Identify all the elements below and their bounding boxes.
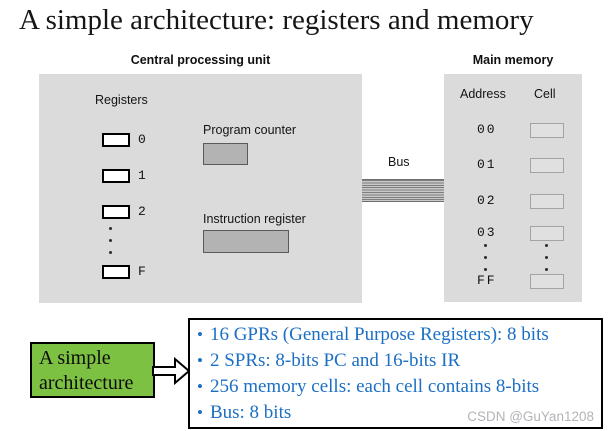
register-row: 0 — [102, 132, 146, 147]
spec-bullet-item: • 256 memory cells: each cell contains 8… — [197, 374, 601, 400]
bus-label: Bus — [388, 155, 410, 169]
block-arrow-right-icon — [152, 356, 191, 386]
memory-address: 03 — [477, 225, 497, 240]
memory-cell-box — [530, 123, 564, 138]
memory-section-label: Main memory — [472, 53, 554, 67]
memory-box: Address Cell 00 01 02 03 FF — [444, 74, 582, 302]
register-number: 2 — [138, 204, 146, 219]
spec-text: Bus: 8 bits — [209, 402, 292, 423]
bullet-icon: • — [197, 403, 203, 422]
registers-label: Registers — [95, 93, 148, 107]
memory-address: 01 — [477, 157, 497, 172]
memory-cell-box — [530, 158, 564, 173]
register-row: 1 — [102, 168, 146, 183]
address-header: Address — [460, 87, 506, 101]
program-counter-label: Program counter — [203, 123, 297, 137]
spec-text: 2 SPRs: 8-bits PC and 16-bits IR — [209, 350, 461, 371]
callout-line2: architecture — [39, 372, 134, 394]
memory-row: 00 — [444, 122, 582, 138]
memory-row: 02 — [444, 193, 582, 209]
register-row: 2 — [102, 204, 146, 219]
memory-row: 01 — [444, 157, 582, 173]
callout-line1: A simple — [39, 347, 111, 369]
register-number: 1 — [138, 168, 146, 183]
program-counter-box — [203, 143, 248, 165]
memory-address: 00 — [477, 122, 497, 137]
register-box — [102, 132, 130, 147]
vertical-ellipsis — [484, 244, 487, 271]
memory-address: FF — [477, 273, 497, 288]
watermark: CSDN @GuYan1208 — [467, 409, 594, 424]
register-box — [102, 264, 130, 279]
spec-bullet-item: • 16 GPRs (General Purpose Registers): 8… — [197, 322, 601, 348]
memory-row: 03 — [444, 225, 582, 241]
bullet-icon: • — [197, 377, 203, 396]
cpu-section-label: Central processing unit — [130, 53, 271, 67]
callout-green-box: A simple architecture — [30, 342, 155, 398]
register-number: 0 — [138, 132, 146, 147]
spec-bullet-item: • 2 SPRs: 8-bits PC and 16-bits IR — [197, 348, 601, 374]
page-title: A simple architecture: registers and mem… — [19, 4, 534, 36]
instruction-register-box — [203, 230, 289, 253]
spec-text: 16 GPRs (General Purpose Registers): 8 b… — [209, 324, 549, 345]
memory-row: FF — [444, 273, 582, 289]
register-box — [102, 204, 130, 219]
memory-cell-box — [530, 226, 564, 241]
memory-address: 02 — [477, 193, 497, 208]
bullet-icon: • — [197, 325, 203, 344]
cell-header: Cell — [534, 87, 556, 101]
spec-bullet-item: • Bus: 8 bits — [197, 400, 601, 426]
register-number: F — [138, 264, 146, 279]
vertical-ellipsis — [109, 227, 112, 254]
bullet-icon: • — [197, 351, 203, 370]
spec-box: • 16 GPRs (General Purpose Registers): 8… — [188, 318, 603, 429]
memory-cell-box — [530, 194, 564, 209]
bus-wires-icon — [362, 179, 445, 202]
vertical-ellipsis — [545, 244, 548, 271]
memory-cell-box — [530, 274, 564, 289]
cpu-box: Registers 0 1 2 F Program counter Instru… — [39, 74, 362, 303]
spec-text: 256 memory cells: each cell contains 8-b… — [209, 376, 540, 397]
instruction-register-label: Instruction register — [203, 212, 306, 226]
register-box — [102, 168, 130, 183]
register-row: F — [102, 264, 146, 279]
